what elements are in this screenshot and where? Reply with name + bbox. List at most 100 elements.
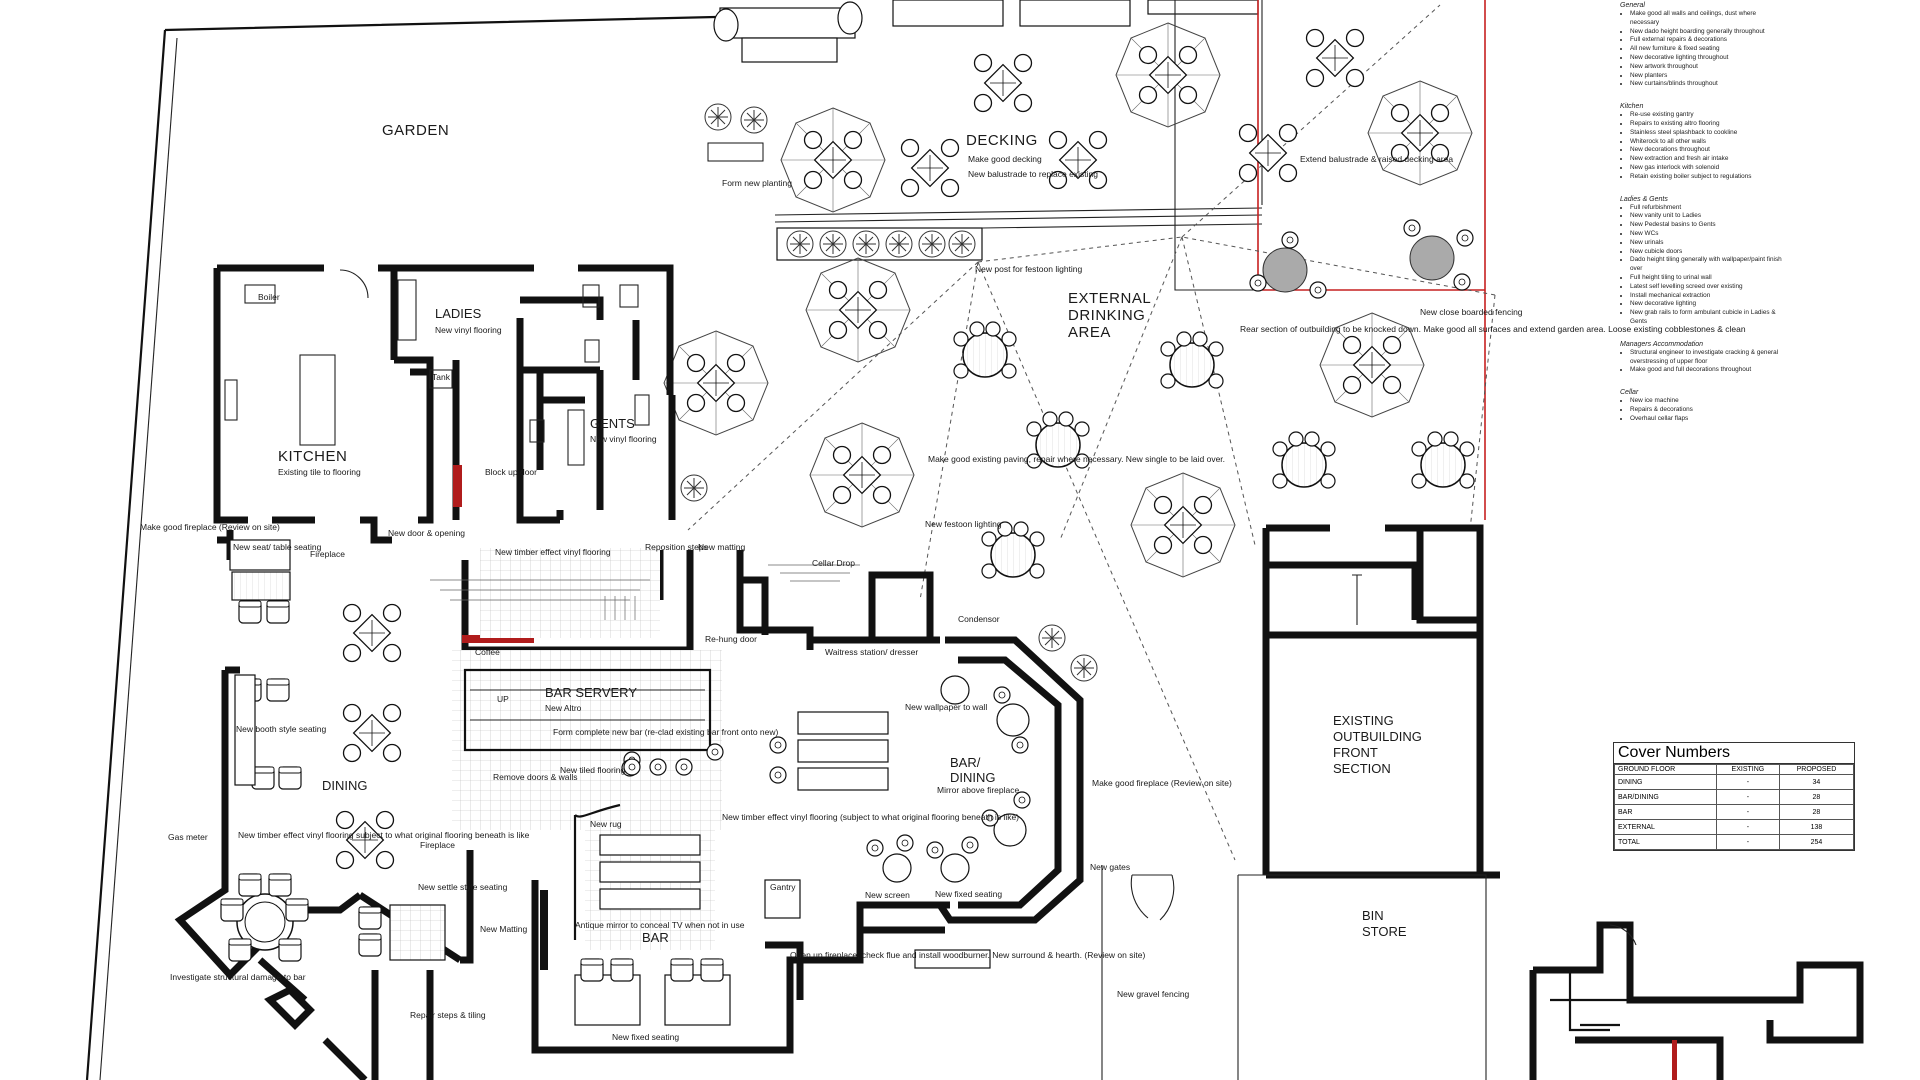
- table-cell: EXTERNAL: [1614, 819, 1717, 835]
- spec-heading: Cellar: [1620, 389, 1639, 397]
- svg-text:Cellar Drop: Cellar Drop: [812, 558, 855, 568]
- spec-item: New artwork throughout: [1630, 63, 1782, 72]
- svg-text:Make good decking: Make good decking: [968, 154, 1042, 164]
- spec-heading: Ladies & Gents: [1620, 195, 1668, 203]
- decking-edges: [774, 0, 1263, 291]
- svg-text:Existing tile to flooring: Existing tile to flooring: [278, 467, 361, 477]
- table-cell: -: [1715, 789, 1780, 805]
- svg-text:New timber effect vinyl floori: New timber effect vinyl flooring subject…: [238, 830, 530, 840]
- spec-item: New decorative lighting: [1630, 300, 1782, 309]
- svg-text:DINING: DINING: [950, 770, 996, 785]
- table-cell: DINING: [1614, 774, 1717, 790]
- svg-text:OUTBUILDING: OUTBUILDING: [1333, 729, 1422, 744]
- spec-item: New Pedestal basins to Gents: [1630, 221, 1782, 230]
- svg-text:New gates: New gates: [1090, 862, 1130, 872]
- spec-item: Install mechanical extraction: [1630, 292, 1782, 301]
- spec-list: Structural engineer to investigate crack…: [1620, 349, 1782, 375]
- spec-item: Make good all walls and ceilings, dust w…: [1630, 10, 1782, 28]
- table-row: DINING-34: [1614, 774, 1855, 790]
- svg-text:New Altro: New Altro: [545, 703, 582, 713]
- table-cell: 138: [1778, 819, 1855, 835]
- svg-text:New gravel fencing: New gravel fencing: [1117, 989, 1190, 999]
- spec-item: Dado height tiling generally with wallpa…: [1630, 256, 1782, 274]
- table-row: BAR-28: [1614, 804, 1855, 820]
- spec-item: Retain existing boiler subject to regula…: [1630, 173, 1782, 182]
- spec-item: New cubicle doors: [1630, 248, 1782, 257]
- spec-list: Make good all walls and ceilings, dust w…: [1620, 10, 1782, 89]
- svg-text:New rug: New rug: [590, 819, 622, 829]
- cover-table-header: GROUND FLOOR: [1614, 764, 1717, 775]
- tiled-floor: [452, 650, 722, 830]
- spec-list: New ice machineRepairs & decorationsOver…: [1620, 397, 1782, 423]
- svg-text:UP: UP: [497, 694, 509, 704]
- spec-item: Overhaul cellar flaps: [1630, 415, 1782, 424]
- annotations: Form new planting New post for festoon l…: [140, 154, 1746, 1042]
- table-row: TOTAL-254: [1614, 834, 1855, 850]
- spec-item: New urinals: [1630, 239, 1782, 248]
- spec-heading: Managers Accommodation: [1620, 340, 1704, 348]
- spec-section: Managers AccommodationStructural enginee…: [1620, 341, 1782, 375]
- spec-item: New decorative lighting throughout: [1630, 54, 1782, 63]
- svg-text:DRINKING: DRINKING: [1068, 307, 1145, 324]
- spec-section: CellarNew ice machineRepairs & decoratio…: [1620, 389, 1782, 423]
- svg-text:New door & opening: New door & opening: [388, 528, 465, 538]
- table-cell: BAR/DINING: [1614, 789, 1717, 805]
- table-cell: -: [1715, 819, 1780, 835]
- spec-item: New grab rails to form ambulant cubicle …: [1630, 309, 1782, 327]
- svg-text:Remove doors & walls: Remove doors & walls: [493, 772, 578, 782]
- kitchen-fixtures: [224, 269, 369, 446]
- svg-text:New fixed seating: New fixed seating: [612, 1032, 679, 1042]
- svg-text:Make good fireplace (Review on: Make good fireplace (Review on site): [140, 522, 280, 532]
- svg-text:FRONT: FRONT: [1333, 745, 1378, 760]
- svg-text:Open up fireplace, check flue: Open up fireplace, check flue and instal…: [790, 950, 1145, 960]
- table-cell: BAR: [1614, 804, 1717, 820]
- label-bar-servery: BAR SERVERY: [545, 685, 637, 700]
- label-bar: BAR: [642, 930, 669, 945]
- site-boundary: [85, 13, 801, 1080]
- svg-text:New fixed seating: New fixed seating: [935, 889, 1002, 899]
- blocked-door-red: [453, 465, 462, 507]
- external-tables: [664, 23, 1475, 579]
- svg-text:New festoon lighting: New festoon lighting: [925, 519, 1002, 529]
- svg-text:New settle style seating: New settle style seating: [418, 882, 508, 892]
- dining-furniture: [220, 539, 446, 962]
- svg-text:Mirror above fireplace: Mirror above fireplace: [937, 785, 1019, 795]
- table-cell: -: [1715, 804, 1780, 820]
- table-cell: 28: [1778, 804, 1855, 820]
- spec-item: Re-use existing gantry: [1630, 111, 1782, 120]
- svg-text:Boiler: Boiler: [258, 292, 280, 302]
- cover-table-header: EXISTING: [1715, 764, 1780, 775]
- svg-text:New balustrade to replace exis: New balustrade to replace existing: [968, 169, 1098, 179]
- svg-text:New booth style seating: New booth style seating: [236, 724, 327, 734]
- spec-item: New extraction and fresh air intake: [1630, 155, 1782, 164]
- stairs: [430, 564, 860, 620]
- spec-item: Full refurbishment: [1630, 204, 1782, 213]
- svg-text:Form new planting: Form new planting: [722, 178, 792, 188]
- bar-seating: [540, 879, 991, 1026]
- svg-text:Condensor: Condensor: [958, 614, 1000, 624]
- svg-text:Reposition steps: Reposition steps: [645, 542, 708, 552]
- svg-text:Tank: Tank: [432, 372, 451, 382]
- existing-outbuilding: [1262, 524, 1500, 879]
- svg-text:New close boarded fencing: New close boarded fencing: [1420, 307, 1523, 317]
- table-cell: -: [1715, 834, 1780, 850]
- toilet-fixtures: [397, 279, 650, 466]
- spec-item: New WCs: [1630, 230, 1782, 239]
- svg-text:Gantry: Gantry: [770, 882, 796, 892]
- spec-item: New vanity unit to Ladies: [1630, 212, 1782, 221]
- svg-text:SECTION: SECTION: [1333, 761, 1391, 776]
- spec-item: Full height tiling to urinal wall: [1630, 274, 1782, 283]
- spec-item: Structural engineer to investigate crack…: [1630, 349, 1782, 367]
- corridor-floor: [480, 548, 660, 638]
- spec-item: Make good and full decorations throughou…: [1630, 366, 1782, 375]
- label-ladies: LADIES: [435, 306, 482, 321]
- cover-table-title: Cover Numbers: [1614, 743, 1854, 764]
- coffee-counter-red: [462, 635, 534, 643]
- label-decking: DECKING: [966, 132, 1038, 149]
- bin-store: [1101, 865, 1487, 1080]
- spec-item: Repairs & decorations: [1630, 406, 1782, 415]
- label-dining: DINING: [322, 778, 368, 793]
- svg-text:Block up door: Block up door: [485, 467, 537, 477]
